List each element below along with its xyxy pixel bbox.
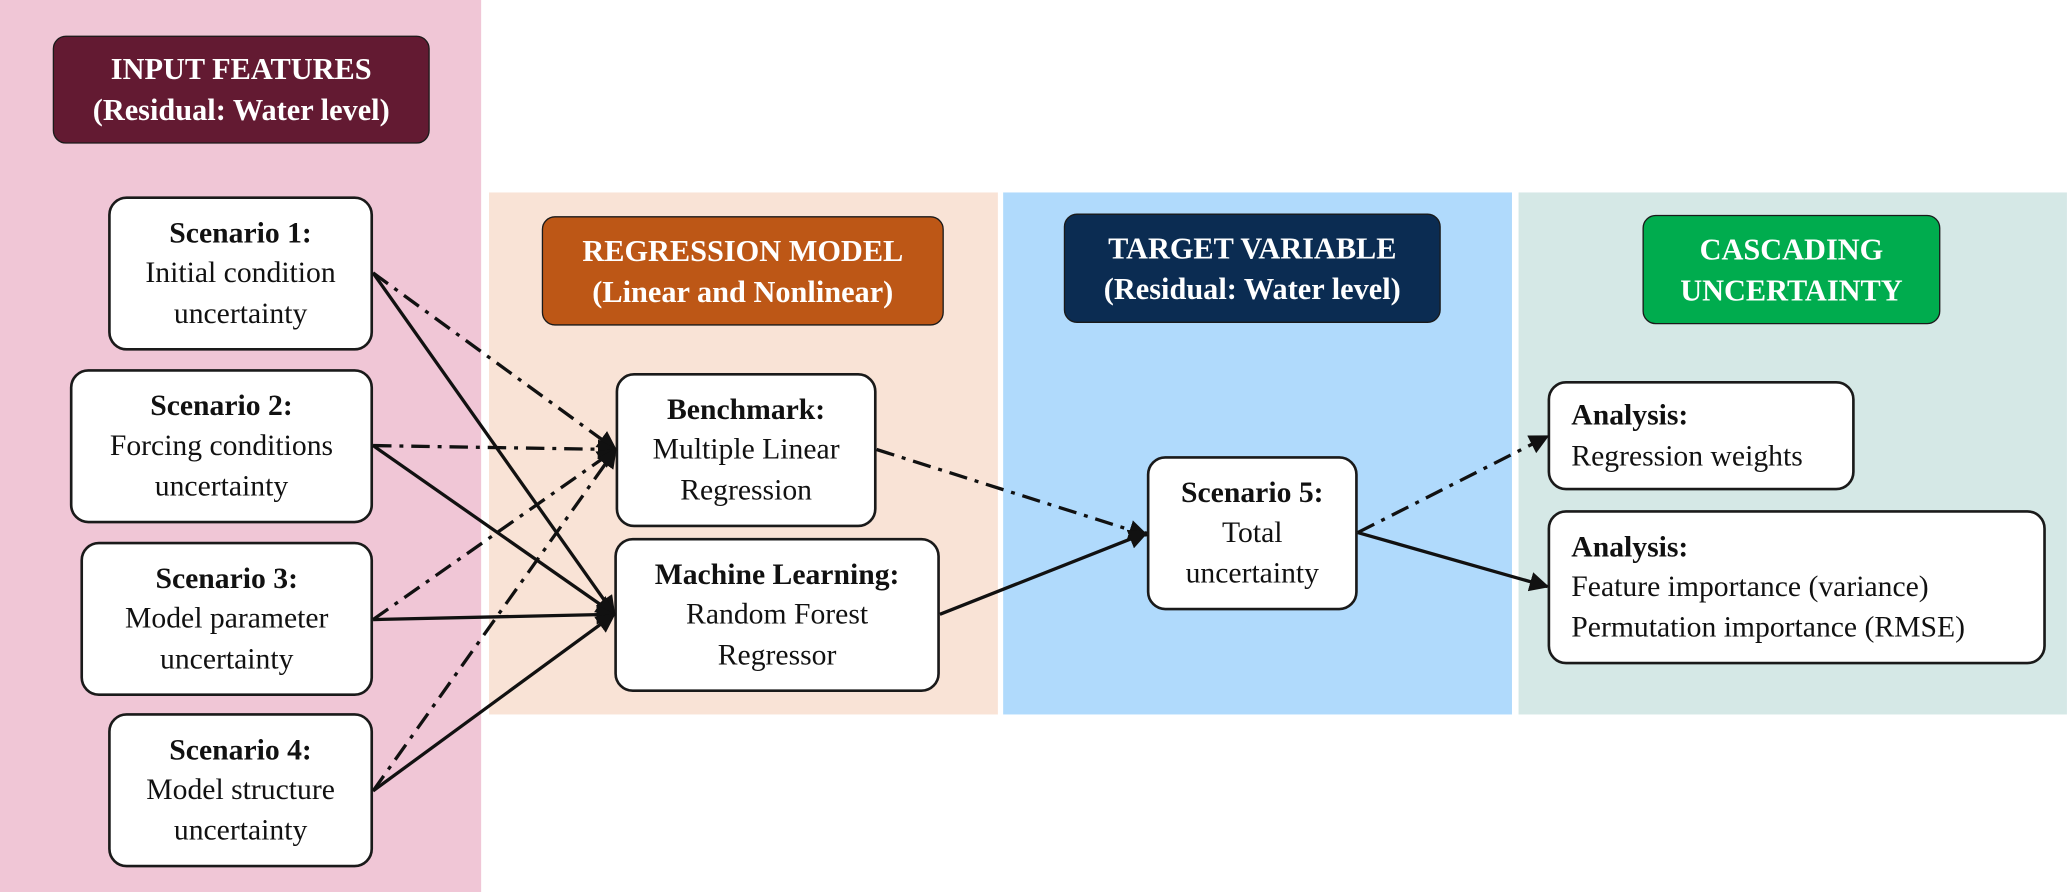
machine-learning-rf-box: Machine Learning: Random Forest Regresso… <box>614 537 940 693</box>
header-line2: (Linear and Nonlinear) <box>592 274 894 308</box>
model-line: Regressor <box>717 637 837 671</box>
analysis-title: Analysis: <box>1571 529 1689 563</box>
scenario-line: uncertainty <box>173 296 308 330</box>
model-title: Machine Learning: <box>654 557 900 591</box>
scenario-line: Initial condition <box>145 256 336 290</box>
header-line2: (Residual: Water level) <box>92 93 390 127</box>
scenario-line: Forcing conditions <box>109 428 334 462</box>
target-line: uncertainty <box>1185 555 1320 589</box>
header-target-variable: TARGET VARIABLE (Residual: Water level) <box>1063 213 1441 323</box>
scenario-1-box: Scenario 1: Initial condition uncertaint… <box>108 196 374 351</box>
header-regression-model: REGRESSION MODEL (Linear and Nonlinear) <box>541 216 944 326</box>
scenario-line: Model structure <box>146 772 335 806</box>
model-line: Regression <box>680 472 813 506</box>
analysis-line: Feature importance (variance) <box>1571 569 1929 603</box>
scenario-line: uncertainty <box>154 468 289 502</box>
model-line: Multiple Linear <box>652 432 840 466</box>
model-title: Benchmark: <box>667 392 826 426</box>
scenario-title: Scenario 1: <box>169 215 312 249</box>
scenario-5-box: Scenario 5: Total uncertainty <box>1146 456 1358 611</box>
scenario-line: uncertainty <box>160 641 294 675</box>
target-line: Total <box>1222 515 1283 549</box>
model-line: Random Forest <box>686 597 869 631</box>
header-line1: CASCADING <box>1699 232 1884 266</box>
scenario-title: Scenario 2: <box>150 388 293 422</box>
analysis-importance-box: Analysis: Feature importance (variance) … <box>1547 510 2046 665</box>
scenario-line: uncertainty <box>173 812 308 846</box>
header-line1: TARGET VARIABLE <box>1108 231 1397 265</box>
header-input-features: INPUT FEATURES (Residual: Water level) <box>52 35 430 144</box>
analysis-regression-weights-box: Analysis: Regression weights <box>1547 380 1855 491</box>
scenario-title: Scenario 3: <box>155 561 298 595</box>
scenario-line: Model parameter <box>125 601 329 635</box>
header-line2: (Residual: Water level) <box>1103 272 1401 306</box>
benchmark-mlr-box: Benchmark: Multiple Linear Regression <box>615 373 877 528</box>
scenario-title: Scenario 4: <box>169 732 312 766</box>
header-line2: UNCERTAINTY <box>1680 273 1903 307</box>
scenario-4-box: Scenario 4: Model structure uncertainty <box>108 713 374 868</box>
analysis-title: Analysis: <box>1571 398 1689 432</box>
header-line1: REGRESSION MODEL <box>582 233 904 267</box>
analysis-line: Regression weights <box>1571 438 1803 472</box>
header-line1: INPUT FEATURES <box>110 52 372 86</box>
target-title: Scenario 5: <box>1181 475 1324 509</box>
header-cascading-uncertainty: CASCADING UNCERTAINTY <box>1642 214 1941 325</box>
scenario-3-box: Scenario 3: Model parameter uncertainty <box>80 541 374 697</box>
analysis-line: Permutation importance (RMSE) <box>1571 609 1966 643</box>
scenario-2-box: Scenario 2: Forcing conditions uncertain… <box>69 369 374 524</box>
